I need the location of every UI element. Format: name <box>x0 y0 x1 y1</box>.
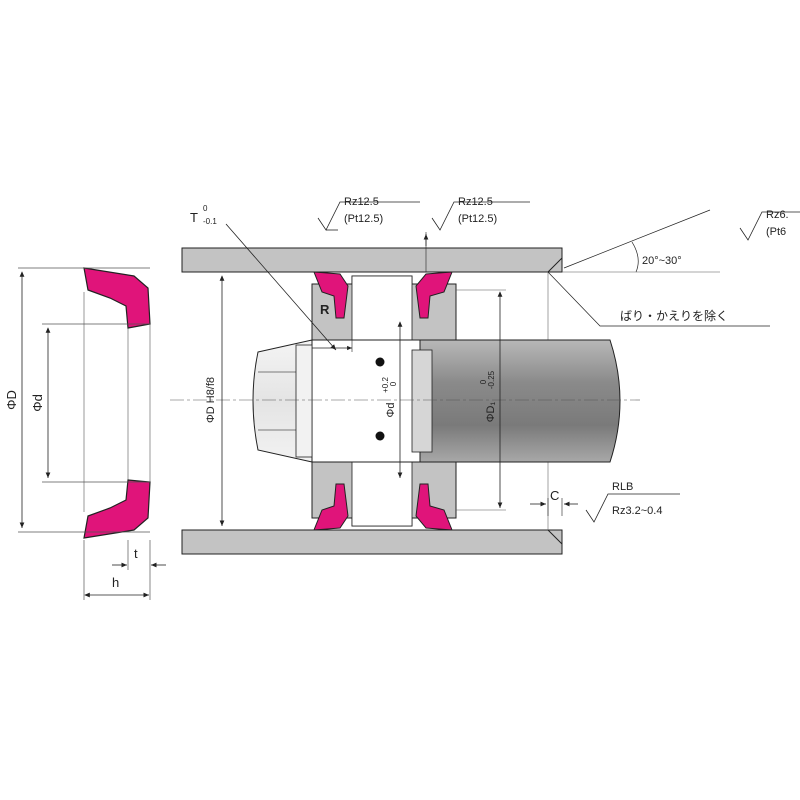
cylinder-assembly: ΦD H8/f8 Φd +0.2 0 ΦD₁ 0 -0.25 T 0 -0.1 … <box>170 196 800 555</box>
rod-tol-lower: -0.25 <box>487 370 496 389</box>
groove-dia-label: Φd <box>385 403 397 418</box>
deburr-note: ばり・かえりを除く <box>620 308 728 323</box>
rod-tol-upper: 0 <box>479 379 488 384</box>
seal-thickness-label: t <box>134 546 138 561</box>
roughness-1b: (Pt12.5) <box>344 213 383 225</box>
seal-cross-section: ΦD Φd t h <box>4 267 166 600</box>
cylinder-wall-bottom <box>181 529 563 555</box>
o-ring-bottom <box>375 431 385 441</box>
chamfer-angle-label: 20°~30° <box>642 255 682 267</box>
roughness-2: Rz12.5 <box>458 196 493 208</box>
roughness-2b: (Pt12.5) <box>458 213 497 225</box>
seal-left-bottom <box>313 483 349 531</box>
seal-height-label: h <box>112 575 119 590</box>
tolerance-t-label: T <box>190 210 198 225</box>
bore-dia-label: ΦD H8/f8 <box>205 377 217 423</box>
tolerance-t-lower: -0.1 <box>203 217 217 226</box>
seal-left-top <box>313 271 349 319</box>
rod-dia-label: ΦD₁ <box>485 401 497 422</box>
roughness-right-b: (Pt6 <box>766 226 786 238</box>
seal-inner-dia-label: Φd <box>30 394 45 412</box>
seal-lip-top <box>83 267 151 329</box>
seal-lip-bottom <box>83 479 151 539</box>
groove-tol-upper: +0.2 <box>381 377 390 393</box>
radius-label: R <box>320 302 330 317</box>
cylinder-wall-top <box>181 247 563 273</box>
o-ring-top <box>375 357 385 367</box>
rlb-label: RLB <box>612 481 633 493</box>
rlb-roughness: Rz3.2~0.4 <box>612 505 662 517</box>
tolerance-t-upper: 0 <box>203 204 208 213</box>
seal-right-bottom <box>415 483 453 531</box>
chamfer-c-label: C <box>550 488 559 503</box>
seal-right-top <box>415 271 453 319</box>
roughness-right: Rz6. <box>766 209 789 221</box>
groove-tol-lower: 0 <box>389 381 398 386</box>
roughness-1: Rz12.5 <box>344 196 379 208</box>
seal-outer-dia-label: ΦD <box>4 390 19 410</box>
piston-rod <box>419 339 621 463</box>
